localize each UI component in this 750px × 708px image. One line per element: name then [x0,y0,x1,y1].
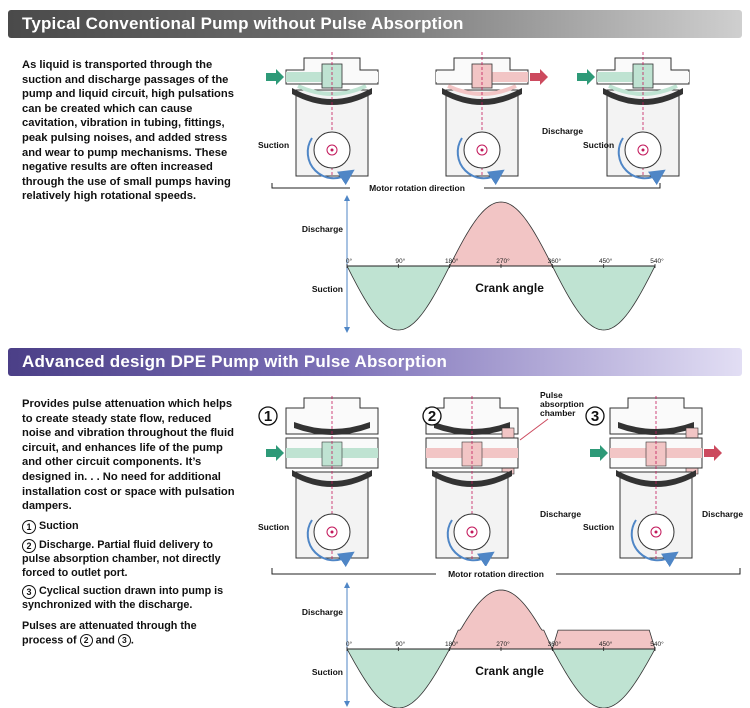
red-arrow-icon [530,69,548,85]
svg-text:Pulse: Pulse [540,390,563,400]
x-tick-label: 270° [496,640,510,648]
x-axis-label: Crank angle [475,281,544,295]
rotation-arrow-icon [306,137,355,186]
x-tick-label: 180° [445,257,459,265]
y-label-discharge: Discharge [302,607,343,617]
section-banner-dpe: Advanced design DPE Pump with Pulse Abso… [8,348,742,376]
svg-text:3: 3 [591,408,599,425]
rotation-label: Motor rotation direction [448,569,544,579]
pump-label-discharge: Discharge [702,509,743,519]
rotation-bracket: Motor rotation direction [271,181,661,193]
series-area-discharge [449,201,553,267]
pump-label-suction: Suction [258,522,289,532]
step-text: Discharge. Partial fluid delivery to pul… [22,539,221,579]
pump-label-discharge: Discharge [540,509,581,519]
x-tick-label: 90° [395,257,405,265]
green-arrow-icon [266,69,284,85]
y-label-suction: Suction [312,667,343,677]
x-tick-label: 450° [599,257,613,265]
x-tick-label: 270° [496,257,510,265]
x-tick-label: 180° [445,640,459,648]
rotation-bracket: Motor rotation direction [271,566,741,580]
svg-text:absorption: absorption [540,399,584,409]
svg-text:2: 2 [428,408,436,425]
series-area-suction [551,265,656,331]
x-tick-label: 450° [599,640,613,648]
rotation-arrow-icon [617,137,666,186]
series-area-suction [551,648,656,708]
section-banner-conventional: Typical Conventional Pump without Pulse … [8,10,742,38]
x-tick-label: 90° [395,640,405,648]
rotation-arrow-icon [446,519,495,568]
step-marker-1: 1 [258,406,278,426]
rotation-arrow-icon [630,519,679,568]
dpe-pump-illustration [266,396,379,568]
green-arrow-icon [590,445,608,461]
pump-label-discharge: Discharge [542,126,583,136]
series-area-suction [346,648,451,708]
pump-label-suction: Suction [583,140,614,150]
pump-label-suction: Suction [583,522,614,532]
step-marker-2: 2 [422,406,442,426]
svg-text:chamber: chamber [540,408,576,418]
section-title: Typical Conventional Pump without Pulse … [22,14,464,33]
x-tick-label: 0° [346,257,353,265]
green-arrow-icon [577,69,595,85]
step-text: Cyclical suction drawn into pump is sync… [22,585,224,611]
rotation-arrow-icon [456,137,505,186]
pump-label-suction: Suction [258,140,289,150]
y-label-discharge: Discharge [302,224,343,234]
svg-text:1: 1 [264,408,272,425]
green-arrow-icon [266,445,284,461]
x-axis-label: Crank angle [475,664,544,678]
y-label-suction: Suction [312,284,343,294]
pump-illustration [266,52,379,186]
dpe-pump-illustration [590,396,722,568]
x-tick-label: 0° [346,640,353,648]
x-tick-label: 540° [650,640,664,648]
rotation-arrow-icon [306,519,355,568]
red-arrow-icon [704,445,722,461]
pump-illustration [577,52,690,186]
pump-illustration [435,52,548,186]
step-text: Suction [39,520,79,532]
step-marker-3: 3 [585,406,605,426]
x-tick-label: 360° [548,640,562,648]
rotation-label: Motor rotation direction [369,183,465,193]
x-tick-label: 360° [548,257,562,265]
x-tick-label: 540° [650,257,664,265]
step-number: 1 [22,520,36,534]
section-title: Advanced design DPE Pump with Pulse Abso… [22,352,448,371]
pulse-chamber-callout: Pulse absorption chamber [519,390,584,441]
series-area-suction [346,265,451,331]
description-paragraph: Provides pulse attenuation which helps t… [22,398,235,513]
description-paragraph: As liquid is transported through the suc… [22,59,234,203]
dpe-pump-illustration [425,396,519,568]
attenuation-note: Pulses are attenuated through the proces… [22,620,197,647]
series-area-discharge [449,589,553,650]
